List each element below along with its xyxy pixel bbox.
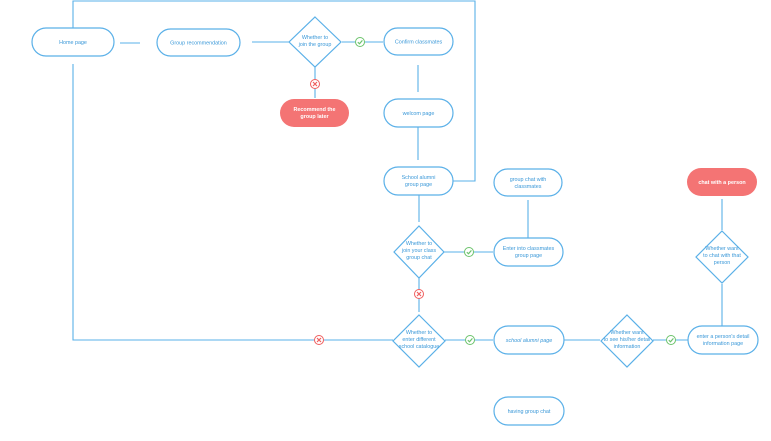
school-alumni-page-label: school alumni page [506,338,552,344]
decision-enter-catalogue: Whether to enter different school catalo… [392,314,446,368]
node-school-alumni-group: School alumni group page [383,166,454,196]
node-home-page: Home page [31,27,115,57]
confirm-classmates-label: Confirm classmates [395,40,443,46]
group-chat-classmates-line-2: classmates [515,184,542,190]
home-page-label: Home page [59,40,87,46]
edge-alumni-group-to-home-top [72,0,476,182]
see-detail-decision-line-2: to see his/her detail [604,337,651,343]
person-detail-line-1: enter a person's detail [697,334,750,340]
node-person-detail-page: enter a person's detail information page [687,325,759,355]
check-circle-icon [464,247,474,257]
node-recommend-later: Recommend the group later [280,99,349,127]
edge-catalogue-decision-to-home [72,64,393,341]
join-class-decision-line-2: join your class [401,248,436,254]
school-alumni-group-line-2: group page [405,182,432,188]
want-chat-decision-line-3: person [714,260,730,266]
group-recommendation-label: Group recommendation [170,41,227,47]
x-circle-icon [310,79,320,89]
node-chat-with-person: chat with a person [687,168,757,196]
check-circle-icon [465,335,475,345]
enter-classmates-line-1: Enter into classmates [503,246,555,252]
enter-classmates-line-2: group page [515,253,542,259]
person-detail-line-2: information page [703,341,743,347]
school-alumni-group-line-1: School alumni [402,175,436,181]
having-group-chat-label: having group chat [508,409,551,415]
check-circle-icon [355,37,365,47]
catalogue-decision-line-2: enter different [402,337,436,343]
catalogue-decision-line-1: Whether to [406,330,432,336]
node-group-recommendation: Group recommendation [156,28,241,57]
check-circle-icon [666,335,676,345]
catalogue-decision-line-3: school catalogue [399,344,439,350]
welcom-page-label: welcom page [402,111,435,117]
see-detail-decision-line-1: Whether want [610,330,644,336]
node-having-group-chat: having group chat [493,396,565,426]
see-detail-decision-line-3: information [614,344,641,350]
join-group-decision-line-1: Whether to [302,35,328,41]
want-chat-decision-line-1: Whether want [705,246,739,252]
chat-with-person-label: chat with a person [698,180,745,186]
join-class-decision-line-1: Whether to [406,241,432,247]
node-enter-classmates-group: Enter into classmates group page [493,237,564,267]
node-welcom-page: welcom page [383,98,454,128]
recommend-later-line-2: group later [300,114,329,120]
node-confirm-classmates: Confirm classmates [383,27,454,56]
decision-join-class-chat: Whether to join your class group chat [393,225,445,279]
decision-join-group: Whether to join the group [288,16,342,68]
x-circle-icon [314,335,324,345]
group-chat-classmates-line-1: group chat with [510,177,547,183]
want-chat-decision-line-2: to chat with that [703,253,741,259]
node-group-chat-classmates: group chat with classmates [493,168,563,197]
node-school-alumni-page: school alumni page [493,325,565,355]
recommend-later-line-1: Recommend the [294,107,336,113]
decision-see-detail: Whether want to see his/her detail infor… [600,314,654,368]
join-class-decision-line-3: group chat [406,255,432,261]
join-group-decision-line-2: join the group [298,42,332,48]
x-circle-icon [414,289,424,299]
decision-want-chat: Whether want to chat with that person [695,230,749,284]
